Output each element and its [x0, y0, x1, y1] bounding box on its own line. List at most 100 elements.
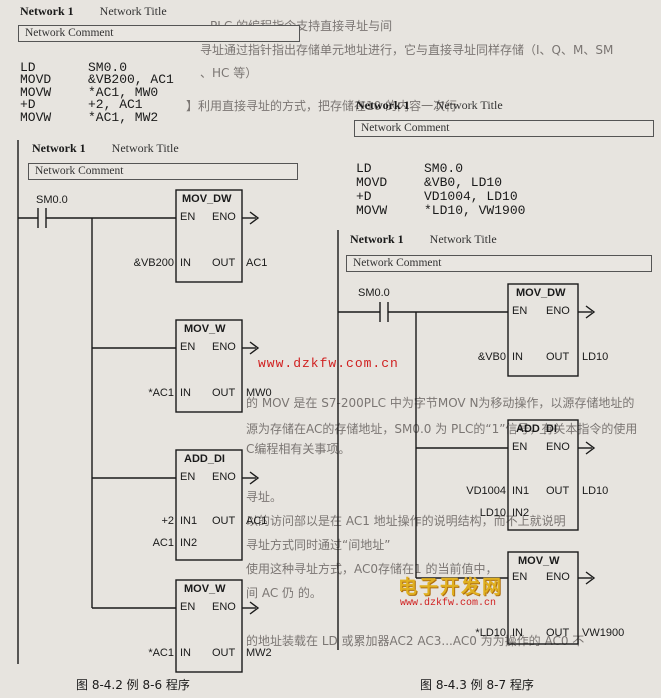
watermark-logo: 电子开发网	[398, 576, 504, 598]
box-title: MOV_W	[184, 323, 226, 335]
eno-arrow	[585, 305, 596, 319]
pin-eno: ENO	[546, 441, 570, 453]
pin-in2: IN2	[512, 507, 530, 519]
background-text: 】利用直接寻址的方式，把存储在10 的内容一次行	[186, 99, 458, 113]
pin-in1: IN1	[180, 515, 198, 527]
eno-arrow	[249, 471, 260, 485]
stl-line: MOVW*AC1, MW2	[20, 109, 159, 125]
in-signal: LD10	[479, 507, 506, 519]
pin-in: IN	[512, 627, 523, 639]
out-signal: VW1900	[582, 627, 625, 639]
contact-label: SM0.0	[358, 287, 390, 299]
eno-arrow	[249, 211, 260, 225]
pin-out: OUT	[546, 351, 570, 363]
pin-out: OUT	[212, 647, 236, 659]
out-signal: AC1	[246, 257, 268, 269]
network-comment: Network Comment	[18, 25, 300, 42]
contact-label: SM0.0	[36, 194, 68, 206]
pin-in: IN	[512, 351, 523, 363]
network-header: Network 1 Network Title	[32, 141, 179, 156]
background-text: 间 AC 仍 的。	[246, 586, 322, 600]
stl-line: MOVD&VB0, LD10	[356, 175, 503, 190]
pin-en: EN	[512, 305, 528, 317]
in-signal: &VB200	[133, 257, 174, 269]
network-title: Network Title	[435, 98, 503, 112]
background-text: 源为存储在AC的存储地址，SM0.0 为 PLC的“1”信号，有关本指令的使用	[246, 422, 638, 436]
background-text: C编程相有关事项。	[246, 442, 351, 456]
in-signal: &VB0	[477, 351, 506, 363]
stl-line: +D+2, AC1	[20, 97, 143, 112]
box-add-di	[507, 419, 579, 531]
network-comment: Network Comment	[28, 163, 298, 180]
network-label: Network 1	[350, 232, 404, 246]
box-title: MOV_DW	[516, 287, 566, 299]
box-mov-w	[507, 551, 579, 645]
background-text: 的地址装载在 LD 或累加器AC2 AC3...AC0 为为操作的 AC0 不	[246, 634, 585, 648]
box-title: MOV_DW	[182, 193, 232, 205]
figure-caption: 图 8-4.2 例 8-6 程序	[76, 678, 190, 692]
box-mov-w	[175, 579, 243, 673]
network-comment: Network Comment	[354, 120, 654, 137]
pin-out: OUT	[212, 257, 236, 269]
pin-in: IN	[180, 647, 191, 659]
pin-in: IN	[180, 257, 191, 269]
pin-en: EN	[180, 341, 196, 353]
pin-out: OUT	[546, 485, 570, 497]
network-comment: Network Comment	[346, 255, 652, 272]
network-title: Network Title	[111, 141, 179, 155]
background-text: 的 MOV 是在 S7-200PLC 中为字节MOV N为移动操作，以源存储地址…	[246, 396, 635, 410]
out-signal: MW2	[246, 647, 272, 659]
pin-eno: ENO	[546, 571, 570, 583]
box-title: ADD_DI	[184, 453, 225, 465]
stl-line: MOVD&VB200, AC1	[20, 72, 174, 87]
pin-in1: IN1	[512, 485, 530, 497]
pin-en: EN	[180, 471, 196, 483]
in-signal: AC1	[152, 537, 174, 549]
stl-line: MOVW*AC1, MW0	[20, 84, 159, 100]
pin-in: IN	[180, 387, 191, 399]
network-label: Network 1	[32, 141, 86, 155]
in-signal: VD1004	[466, 485, 506, 497]
box-title: MOV_W	[184, 583, 226, 595]
out-signal: LD10	[582, 485, 609, 497]
watermark-url: www.dzkfw.com.cn	[400, 598, 497, 609]
out-signal: AC1	[246, 515, 268, 527]
eno-arrow	[249, 341, 260, 355]
background-text: 以的访问部以是在 AC1 地址操作的说明结构，而不上就说明	[246, 514, 566, 528]
in-signal: *AC1	[148, 647, 174, 659]
background-text: 寻址方式同时通过“间地址”	[246, 538, 391, 552]
network-header: Network 1 Network Title	[350, 232, 497, 247]
pin-eno: ENO	[212, 341, 236, 353]
background-text: 寻址。	[246, 490, 283, 504]
background-text: 寻址通过指针指出存储单元地址进行，它与直接寻址同样存储（I、Q、M、SM	[200, 43, 614, 57]
pin-en: EN	[180, 211, 196, 223]
pin-out: OUT	[212, 387, 236, 399]
network-label: Network 1	[356, 98, 410, 112]
eno-arrow	[585, 571, 596, 585]
network-header: Network 1 Network Title	[356, 98, 503, 113]
figure-caption: 图 8-4.3 例 8-7 程序	[420, 678, 534, 692]
network-label: Network 1	[20, 4, 74, 18]
pin-out: OUT	[212, 515, 236, 527]
pin-out: OUT	[546, 627, 570, 639]
watermark-url: www.dzkfw.com.cn	[258, 356, 399, 371]
network-title: Network Title	[429, 232, 497, 246]
box-add-di	[175, 449, 243, 561]
background-text: 、HC 等）	[200, 66, 258, 80]
background-text: 使用这种寻址方式，AC0存储在1 的当前值中，	[246, 562, 498, 576]
eno-arrow	[585, 441, 596, 455]
eno-arrow	[249, 601, 260, 615]
stl-line: MOVW*LD10, VW1900	[356, 203, 526, 218]
pin-en: EN	[180, 601, 196, 613]
box-title: MOV_W	[518, 555, 560, 567]
network-header: Network 1 Network Title	[20, 4, 167, 19]
in-signal: *AC1	[148, 387, 174, 399]
network-title: Network Title	[99, 4, 167, 18]
in-signal: *LD10	[475, 627, 506, 639]
